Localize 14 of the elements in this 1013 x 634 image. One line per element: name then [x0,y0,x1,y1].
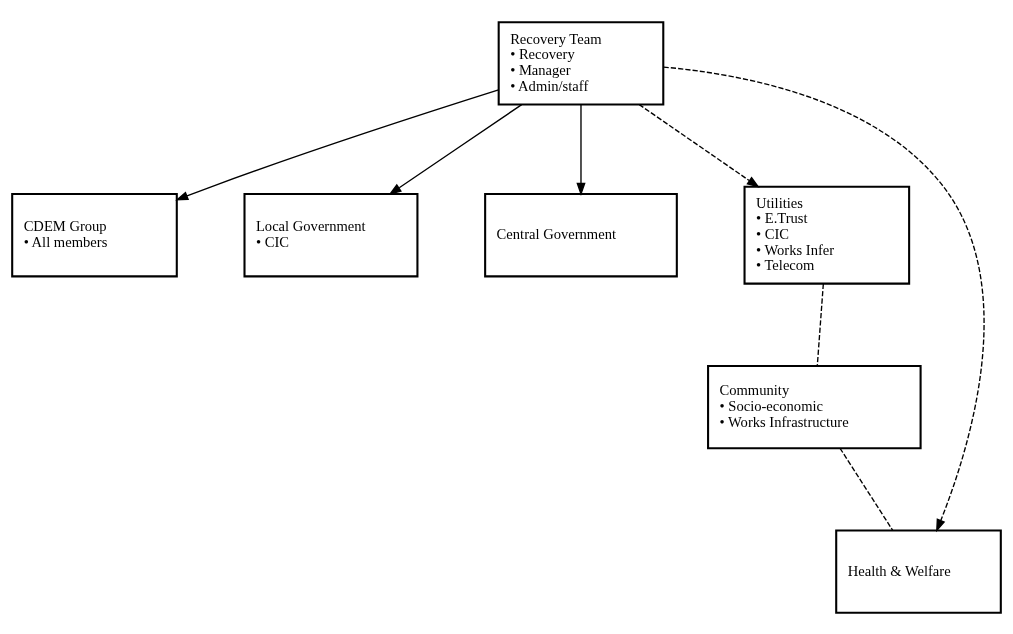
node-box: Utilities • E.Trust • CIC • Works Infer • Telecom [743,185,911,285]
node-box: CDEM Group • All members [11,192,178,277]
node-box: Recovery Team • Recovery • Manager • Admin/staff [497,20,665,105]
connector [839,447,894,531]
connector [816,282,824,366]
node-box: Central Government [484,192,678,277]
node-box: Community • Socio-economic • Works Infrastructure [707,364,922,449]
arrow [638,103,760,188]
arrow [388,103,523,195]
arrow [663,65,985,532]
node-box: Health & Welfare [835,529,1002,614]
node-box: Local Government • CIC [243,192,419,277]
arrow [576,103,586,196]
arrow [175,88,500,201]
